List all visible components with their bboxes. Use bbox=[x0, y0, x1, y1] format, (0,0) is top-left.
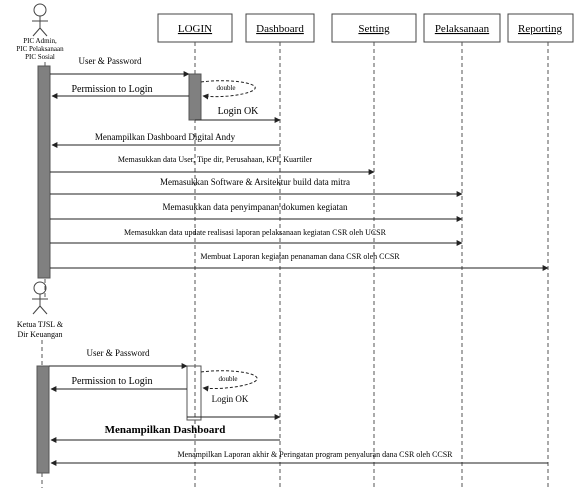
svg-text:Memasukkan data User, Tipe dir: Memasukkan data User, Tipe dir, Perusaha… bbox=[118, 155, 313, 164]
svg-text:Menampilkan Dashboard: Menampilkan Dashboard bbox=[105, 424, 226, 436]
message-memasukkan-realisasi: Memasukkan data update realisasi laporan… bbox=[50, 228, 463, 246]
svg-text:Menampilkan Dashboard Digital: Menampilkan Dashboard Digital Andy bbox=[95, 132, 236, 142]
lifeline-label-reporting: Reporting bbox=[518, 23, 562, 35]
svg-text:Login OK: Login OK bbox=[218, 106, 260, 117]
lifeline-header-dashboard: Dashboard bbox=[245, 13, 315, 43]
lifeline-lines bbox=[194, 42, 549, 488]
svg-text:Membuat Laporan kegiatan penan: Membuat Laporan kegiatan penanaman dana … bbox=[200, 252, 400, 261]
activation-bar-login-bottom bbox=[186, 365, 202, 421]
message-menampilkan-dashboard-top: Menampilkan Dashboard Digital Andy bbox=[51, 132, 280, 148]
actor-ketua-label-1: Ketua TJSL & bbox=[17, 320, 64, 329]
message-user-password-top: User & Password bbox=[50, 56, 190, 77]
message-permission-top: Permission to Login bbox=[51, 84, 189, 99]
message-double-bottom: double bbox=[200, 370, 258, 392]
svg-text:double: double bbox=[218, 375, 237, 383]
lifeline-label-pelaksanaan: Pelaksanaan bbox=[435, 23, 490, 35]
message-memasukkan-dokumen: Memasukkan data penyimpanan dokumen kegi… bbox=[50, 202, 463, 222]
message-menampilkan-dashboard-bottom: Menampilkan Dashboard bbox=[50, 424, 280, 443]
activation-bar-login-top bbox=[188, 73, 202, 121]
lifeline-header-setting: Setting bbox=[331, 13, 417, 43]
lifeline-label-dashboard: Dashboard bbox=[256, 23, 304, 35]
svg-text:Login OK: Login OK bbox=[212, 394, 249, 404]
lifeline-label-login: LOGIN bbox=[178, 23, 212, 35]
actor-pic-label-3: PIC Sosial bbox=[25, 53, 55, 61]
svg-text:Permission to Login: Permission to Login bbox=[71, 376, 152, 387]
message-login-ok-bottom: Login OK bbox=[187, 394, 281, 420]
actor-pic-label-1: PIC Admin, bbox=[23, 37, 57, 45]
svg-text:Memasukkan Software & Arsitekt: Memasukkan Software & Arsitektur build d… bbox=[160, 177, 350, 187]
svg-text:Permission to Login: Permission to Login bbox=[71, 84, 152, 95]
svg-text:Memasukkan data update realisa: Memasukkan data update realisasi laporan… bbox=[124, 228, 387, 237]
actor-ketua-label-2: Dir Keuangan bbox=[17, 330, 62, 339]
message-memasukkan-software: Memasukkan Software & Arsitektur build d… bbox=[50, 177, 463, 197]
activation-bar-pic bbox=[37, 65, 51, 279]
message-membuat-laporan: Membuat Laporan kegiatan penanaman dana … bbox=[50, 252, 549, 271]
svg-text:User & Password: User & Password bbox=[79, 56, 142, 66]
actor-ketua-icon bbox=[32, 281, 48, 315]
lifeline-header-pelaksanaan: Pelaksanaan bbox=[423, 13, 501, 43]
actor-pic-icon bbox=[32, 3, 48, 37]
lifeline-label-setting: Setting bbox=[358, 23, 390, 35]
message-permission-bottom: Permission to Login bbox=[50, 376, 187, 392]
message-login-ok-top: Login OK bbox=[195, 106, 281, 123]
activation-bar-ketua bbox=[36, 365, 50, 474]
actor-pic-label-2: PIC Pelaksanaan bbox=[16, 45, 64, 53]
message-menampilkan-laporan: Menampilkan Laporan akhir & Peringatan p… bbox=[50, 450, 548, 466]
svg-text:Memasukkan data penyimpanan do: Memasukkan data penyimpanan dokumen kegi… bbox=[163, 202, 348, 212]
lifeline-header-reporting: Reporting bbox=[507, 13, 574, 43]
message-double-top: double bbox=[200, 80, 256, 100]
lifeline-header-login: LOGIN bbox=[157, 13, 233, 43]
message-user-password-bottom: User & Password bbox=[49, 348, 188, 369]
message-memasukkan-data-user: Memasukkan data User, Tipe dir, Perusaha… bbox=[50, 155, 375, 175]
svg-text:double: double bbox=[216, 84, 235, 92]
svg-text:User & Password: User & Password bbox=[87, 348, 150, 358]
svg-text:Menampilkan Laporan akhir & Pe: Menampilkan Laporan akhir & Peringatan p… bbox=[177, 450, 453, 459]
